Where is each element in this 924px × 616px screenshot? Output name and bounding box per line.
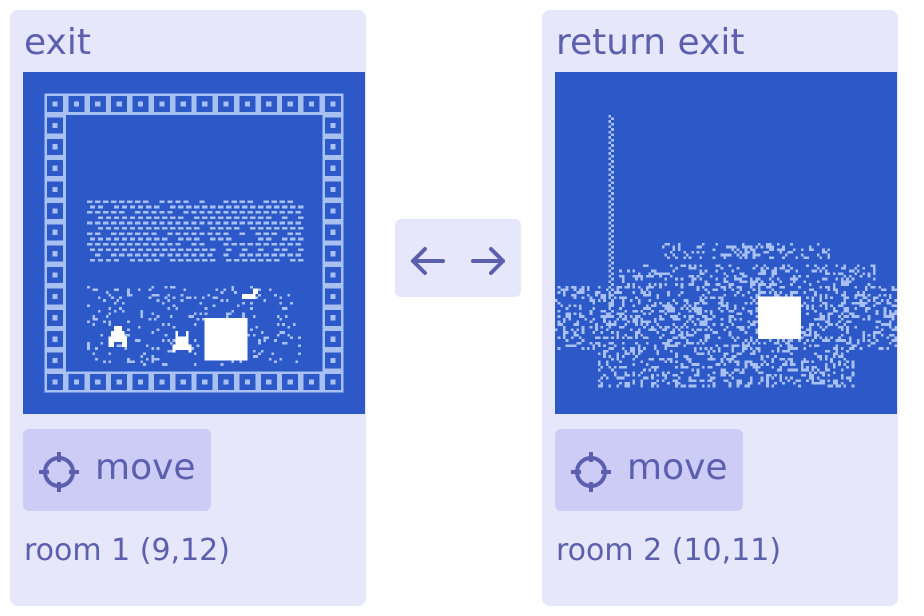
exit-move-button[interactable]: move [23, 429, 211, 511]
return-exit-marker [758, 296, 801, 340]
crosshair-icon [39, 452, 79, 492]
return-exit-room-label: room 2 (10,11) [556, 533, 782, 568]
room-2-preview[interactable] [555, 72, 897, 414]
swap-exits-button[interactable] [395, 219, 521, 297]
player-sprite-icon [108, 325, 128, 348]
room-1-wall-border [44, 93, 344, 393]
exit-move-label: move [95, 447, 196, 488]
return-exit-move-label: move [627, 447, 728, 488]
crosshair-icon [571, 452, 611, 492]
cat-sprite-icon [172, 331, 192, 353]
return-exit-title: return exit [556, 22, 745, 63]
exit-title: exit [24, 22, 91, 63]
swap-arrows-icon [411, 247, 505, 275]
exit-panel: exit [10, 10, 366, 606]
room-1-preview[interactable] [23, 72, 365, 414]
room-1-sprites [108, 288, 259, 361]
bird-sprite-icon [242, 288, 259, 300]
room-1-water-tiles [87, 200, 304, 262]
return-exit-panel: return exit move room 2 (10,11) [542, 10, 898, 606]
exit-marker [204, 317, 248, 361]
exit-room-label: room 1 (9,12) [24, 533, 230, 568]
return-exit-move-button[interactable]: move [555, 429, 743, 511]
